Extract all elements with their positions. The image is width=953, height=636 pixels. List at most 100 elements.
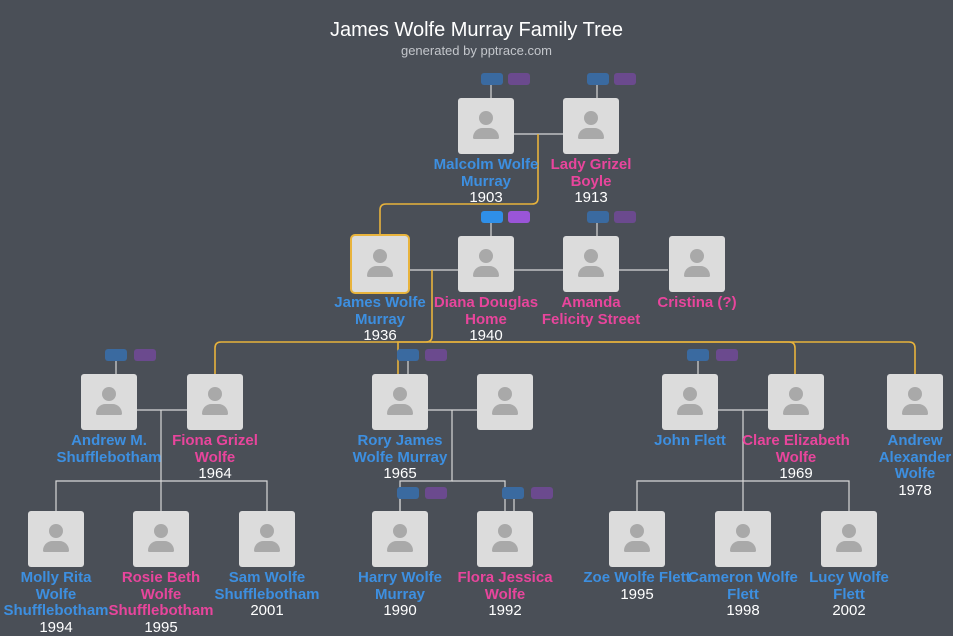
avatar-icon[interactable] bbox=[28, 511, 84, 567]
children-pill-grizel[interactable] bbox=[614, 73, 636, 85]
person-rory-spouse[interactable] bbox=[450, 374, 560, 430]
avatar-icon[interactable] bbox=[352, 236, 408, 292]
avatar-icon[interactable] bbox=[887, 374, 943, 430]
avatar-icon[interactable] bbox=[133, 511, 189, 567]
child-link-molly bbox=[55, 410, 162, 511]
spouse-pill-diana[interactable] bbox=[481, 211, 503, 223]
person-name[interactable]: James Wolfe Murray bbox=[334, 294, 426, 328]
spouse-pill-malcolm[interactable] bbox=[481, 73, 503, 85]
person-sam[interactable]: Sam Wolfe Shufflebotham 2001 bbox=[212, 511, 322, 620]
child-link-rory bbox=[397, 341, 432, 374]
avatar-icon[interactable] bbox=[81, 374, 137, 430]
person-year: 1964 bbox=[198, 465, 232, 482]
spouse-pill-john[interactable] bbox=[687, 349, 709, 361]
person-year: 1995 bbox=[620, 585, 654, 603]
child-link-james bbox=[379, 134, 539, 236]
spouse-pill-andrew[interactable] bbox=[105, 349, 127, 361]
avatar-icon[interactable] bbox=[715, 511, 771, 567]
person-name[interactable]: Diana Douglas Home bbox=[433, 294, 539, 328]
person-andrew-alexander[interactable]: Andrew Alexander Wolfe 1978 bbox=[860, 374, 953, 499]
person-year: 2001 bbox=[250, 602, 284, 619]
spouse-pill-flora[interactable] bbox=[502, 487, 524, 499]
children-pill-john[interactable] bbox=[716, 349, 738, 361]
person-year: 1994 bbox=[39, 618, 73, 636]
child-link-sam bbox=[161, 480, 268, 511]
person-andrew-shufflebotham[interactable]: Andrew M. Shufflebotham bbox=[54, 374, 164, 466]
person-zoe[interactable]: Zoe Wolfe Flett 1995 bbox=[582, 511, 692, 603]
person-grizel[interactable]: Lady Grizel Boyle 1913 bbox=[536, 98, 646, 207]
person-name[interactable]: Amanda Felicity Street bbox=[541, 294, 641, 328]
person-name[interactable]: Cristina (?) bbox=[657, 294, 737, 311]
avatar-icon[interactable] bbox=[372, 374, 428, 430]
person-flora[interactable]: Flora Jessica Wolfe 1992 bbox=[450, 511, 560, 620]
person-clare[interactable]: Clare Elizabeth Wolfe 1969 bbox=[741, 374, 851, 483]
person-rory[interactable]: Rory James Wolfe Murray 1965 bbox=[345, 374, 455, 483]
avatar-icon[interactable] bbox=[669, 236, 725, 292]
avatar-icon[interactable] bbox=[609, 511, 665, 567]
person-cameron[interactable]: Cameron Wolfe Flett 1998 bbox=[688, 511, 798, 620]
person-diana[interactable]: Diana Douglas Home 1940 bbox=[431, 236, 541, 345]
person-name[interactable]: Lucy Wolfe Flett bbox=[809, 569, 889, 603]
person-name[interactable]: Zoe Wolfe Flett bbox=[583, 569, 691, 586]
avatar-icon[interactable] bbox=[821, 511, 877, 567]
person-rosie[interactable]: Rosie Beth Wolfe Shufflebotham 1995 bbox=[106, 511, 216, 636]
children-pill-andrew[interactable] bbox=[134, 349, 156, 361]
person-year: 1965 bbox=[383, 465, 417, 482]
person-year: 1913 bbox=[574, 189, 608, 206]
spouse-pill-rory[interactable] bbox=[397, 349, 419, 361]
children-pill-diana[interactable] bbox=[508, 211, 530, 223]
spouse-pill-grizel[interactable] bbox=[587, 73, 609, 85]
person-year: 1995 bbox=[144, 618, 178, 636]
person-year: 1978 bbox=[898, 481, 932, 499]
person-john[interactable]: John Flett bbox=[635, 374, 745, 450]
person-year: 1940 bbox=[469, 327, 503, 344]
avatar-icon[interactable] bbox=[239, 511, 295, 567]
children-pill-malcolm[interactable] bbox=[508, 73, 530, 85]
children-pill-amanda[interactable] bbox=[614, 211, 636, 223]
person-name[interactable]: Flora Jessica Wolfe bbox=[457, 569, 553, 603]
person-name[interactable]: Andrew M. Shufflebotham bbox=[56, 432, 162, 466]
person-harry[interactable]: Harry Wolfe Murray 1990 bbox=[345, 511, 455, 620]
avatar-icon[interactable] bbox=[768, 374, 824, 430]
spouse-pill-harry[interactable] bbox=[397, 487, 419, 499]
person-name[interactable]: John Flett bbox=[654, 432, 726, 449]
children-pill-harry[interactable] bbox=[425, 487, 447, 499]
person-name[interactable]: Sam Wolfe Shufflebotham bbox=[214, 569, 320, 603]
person-name[interactable]: Andrew Alexander Wolfe bbox=[878, 432, 952, 482]
person-fiona[interactable]: Fiona Grizel Wolfe 1964 bbox=[160, 374, 270, 483]
avatar-icon[interactable] bbox=[372, 511, 428, 567]
person-name[interactable]: Malcolm Wolfe Murray bbox=[433, 156, 539, 190]
avatar-icon[interactable] bbox=[563, 236, 619, 292]
person-name[interactable]: Lady Grizel Boyle bbox=[550, 156, 632, 190]
person-name[interactable]: Clare Elizabeth Wolfe bbox=[742, 432, 850, 466]
avatar-icon[interactable] bbox=[477, 511, 533, 567]
page-title: James Wolfe Murray Family Tree bbox=[329, 19, 624, 41]
avatar-icon[interactable] bbox=[662, 374, 718, 430]
person-molly[interactable]: Molly Rita Wolfe Shufflebotham 1994 bbox=[1, 511, 111, 636]
avatar-icon[interactable] bbox=[458, 236, 514, 292]
person-name[interactable]: Rory James Wolfe Murray bbox=[352, 432, 448, 466]
person-lucy[interactable]: Lucy Wolfe Flett 2002 bbox=[794, 511, 904, 620]
person-name[interactable]: Cameron Wolfe Flett bbox=[688, 569, 798, 603]
avatar-icon[interactable] bbox=[477, 374, 533, 430]
person-year: 1990 bbox=[383, 602, 417, 619]
person-james[interactable]: James Wolfe Murray 1936 bbox=[325, 236, 435, 345]
person-name[interactable]: Rosie Beth Wolfe Shufflebotham bbox=[108, 569, 214, 619]
person-name[interactable]: Molly Rita Wolfe Shufflebotham bbox=[3, 569, 109, 619]
person-amanda[interactable]: Amanda Felicity Street bbox=[536, 236, 646, 328]
person-year: 2002 bbox=[832, 602, 866, 619]
avatar-icon[interactable] bbox=[563, 98, 619, 154]
children-pill-rory[interactable] bbox=[425, 349, 447, 361]
spouse-pill-amanda[interactable] bbox=[587, 211, 609, 223]
person-cristina[interactable]: Cristina (?) bbox=[642, 236, 752, 312]
child-link-clare bbox=[432, 341, 796, 374]
person-malcolm[interactable]: Malcolm Wolfe Murray 1903 bbox=[431, 98, 541, 207]
avatar-icon[interactable] bbox=[458, 98, 514, 154]
avatar-icon[interactable] bbox=[187, 374, 243, 430]
person-name[interactable]: Fiona Grizel Wolfe bbox=[172, 432, 258, 466]
child-link-andrew-alexander bbox=[432, 341, 916, 374]
children-pill-flora[interactable] bbox=[531, 487, 553, 499]
person-name[interactable]: Harry Wolfe Murray bbox=[358, 569, 442, 603]
child-link-flora bbox=[452, 480, 506, 511]
person-year: 1969 bbox=[779, 465, 813, 482]
